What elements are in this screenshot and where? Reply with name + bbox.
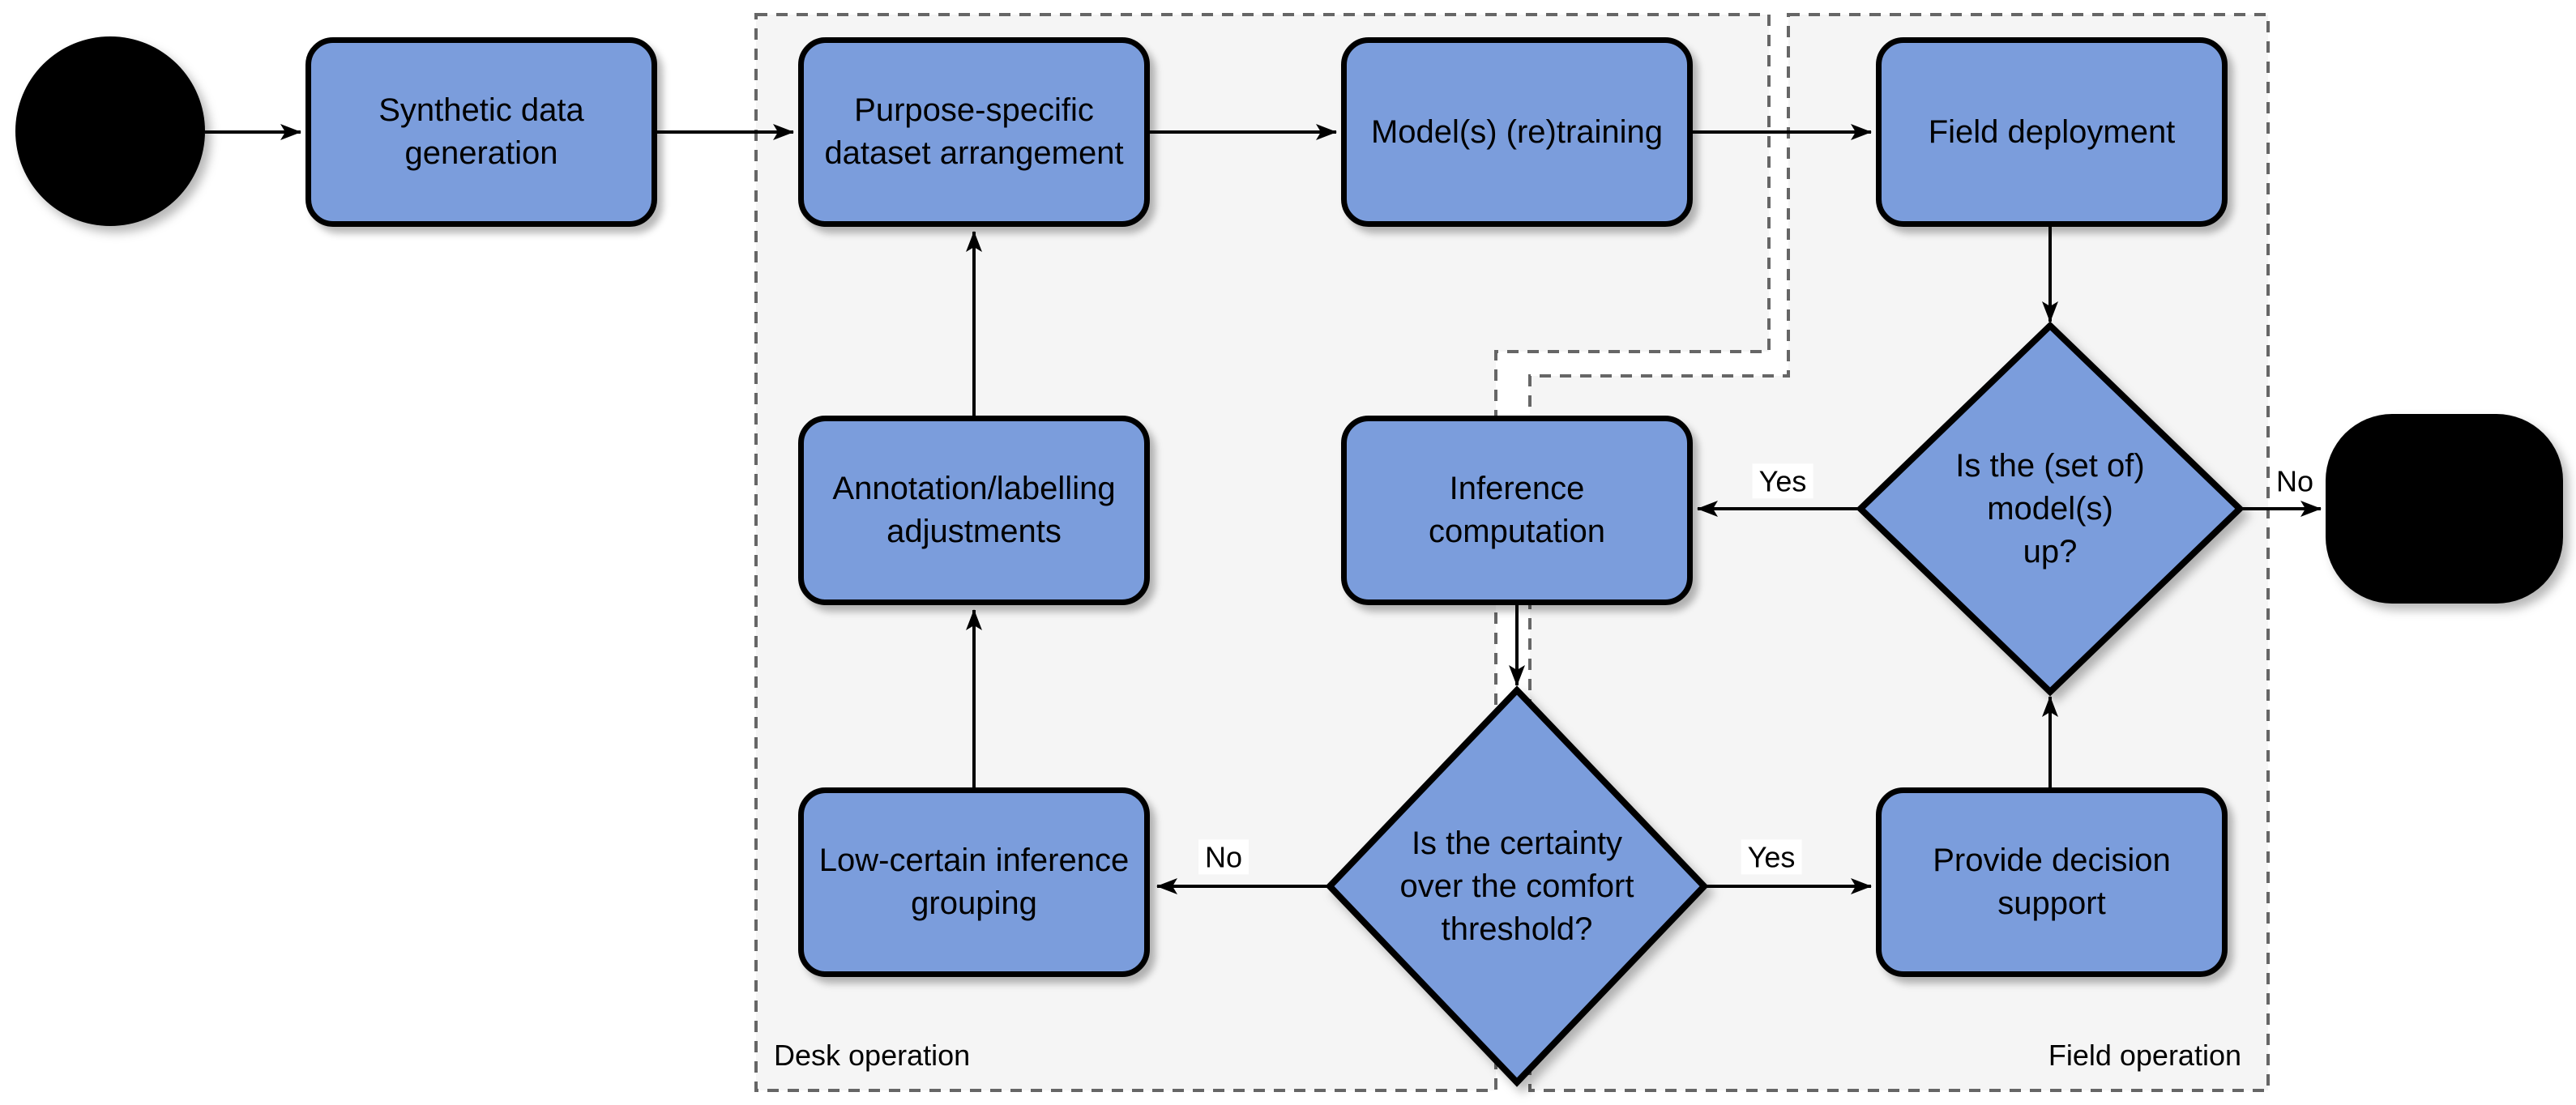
desk-operation-label: Desk operation [774,1039,971,1072]
start-node [15,36,205,226]
process-inference-computation: Inference computation [1341,416,1693,605]
process-synthetic-data-generation: Synthetic data generation [305,37,657,227]
decision-model-up [1856,321,2245,697]
edge-label-yes-model-up: Yes [1752,463,1813,499]
process-field-deployment: Field deployment [1876,37,2228,227]
edge-label-no-certainty: No [1198,839,1250,875]
process-low-certain-inference-grouping: Low-certain inference grouping [798,787,1150,977]
field-operation-label: Field operation [2048,1039,2241,1072]
end-node [2326,414,2563,604]
edge-label-no-model-up: No [2269,463,2321,499]
process-provide-decision-support: Provide decision support [1876,787,2228,977]
decision-model-up-label: Is the (set of) model(s) up? [1955,447,2145,570]
edge-label-yes-certainty: Yes [1741,839,1802,875]
process-annotation-labelling-adjustments: Annotation/labelling adjustments [798,416,1150,605]
process-purpose-specific-dataset-arrangement: Purpose-specific dataset arrangement [798,37,1150,227]
process-models-retraining: Model(s) (re)training [1341,37,1693,227]
decision-certainty-threshold-label: Is the certainty over the comfort thresh… [1399,825,1634,947]
decision-certainty-threshold [1325,685,1709,1087]
